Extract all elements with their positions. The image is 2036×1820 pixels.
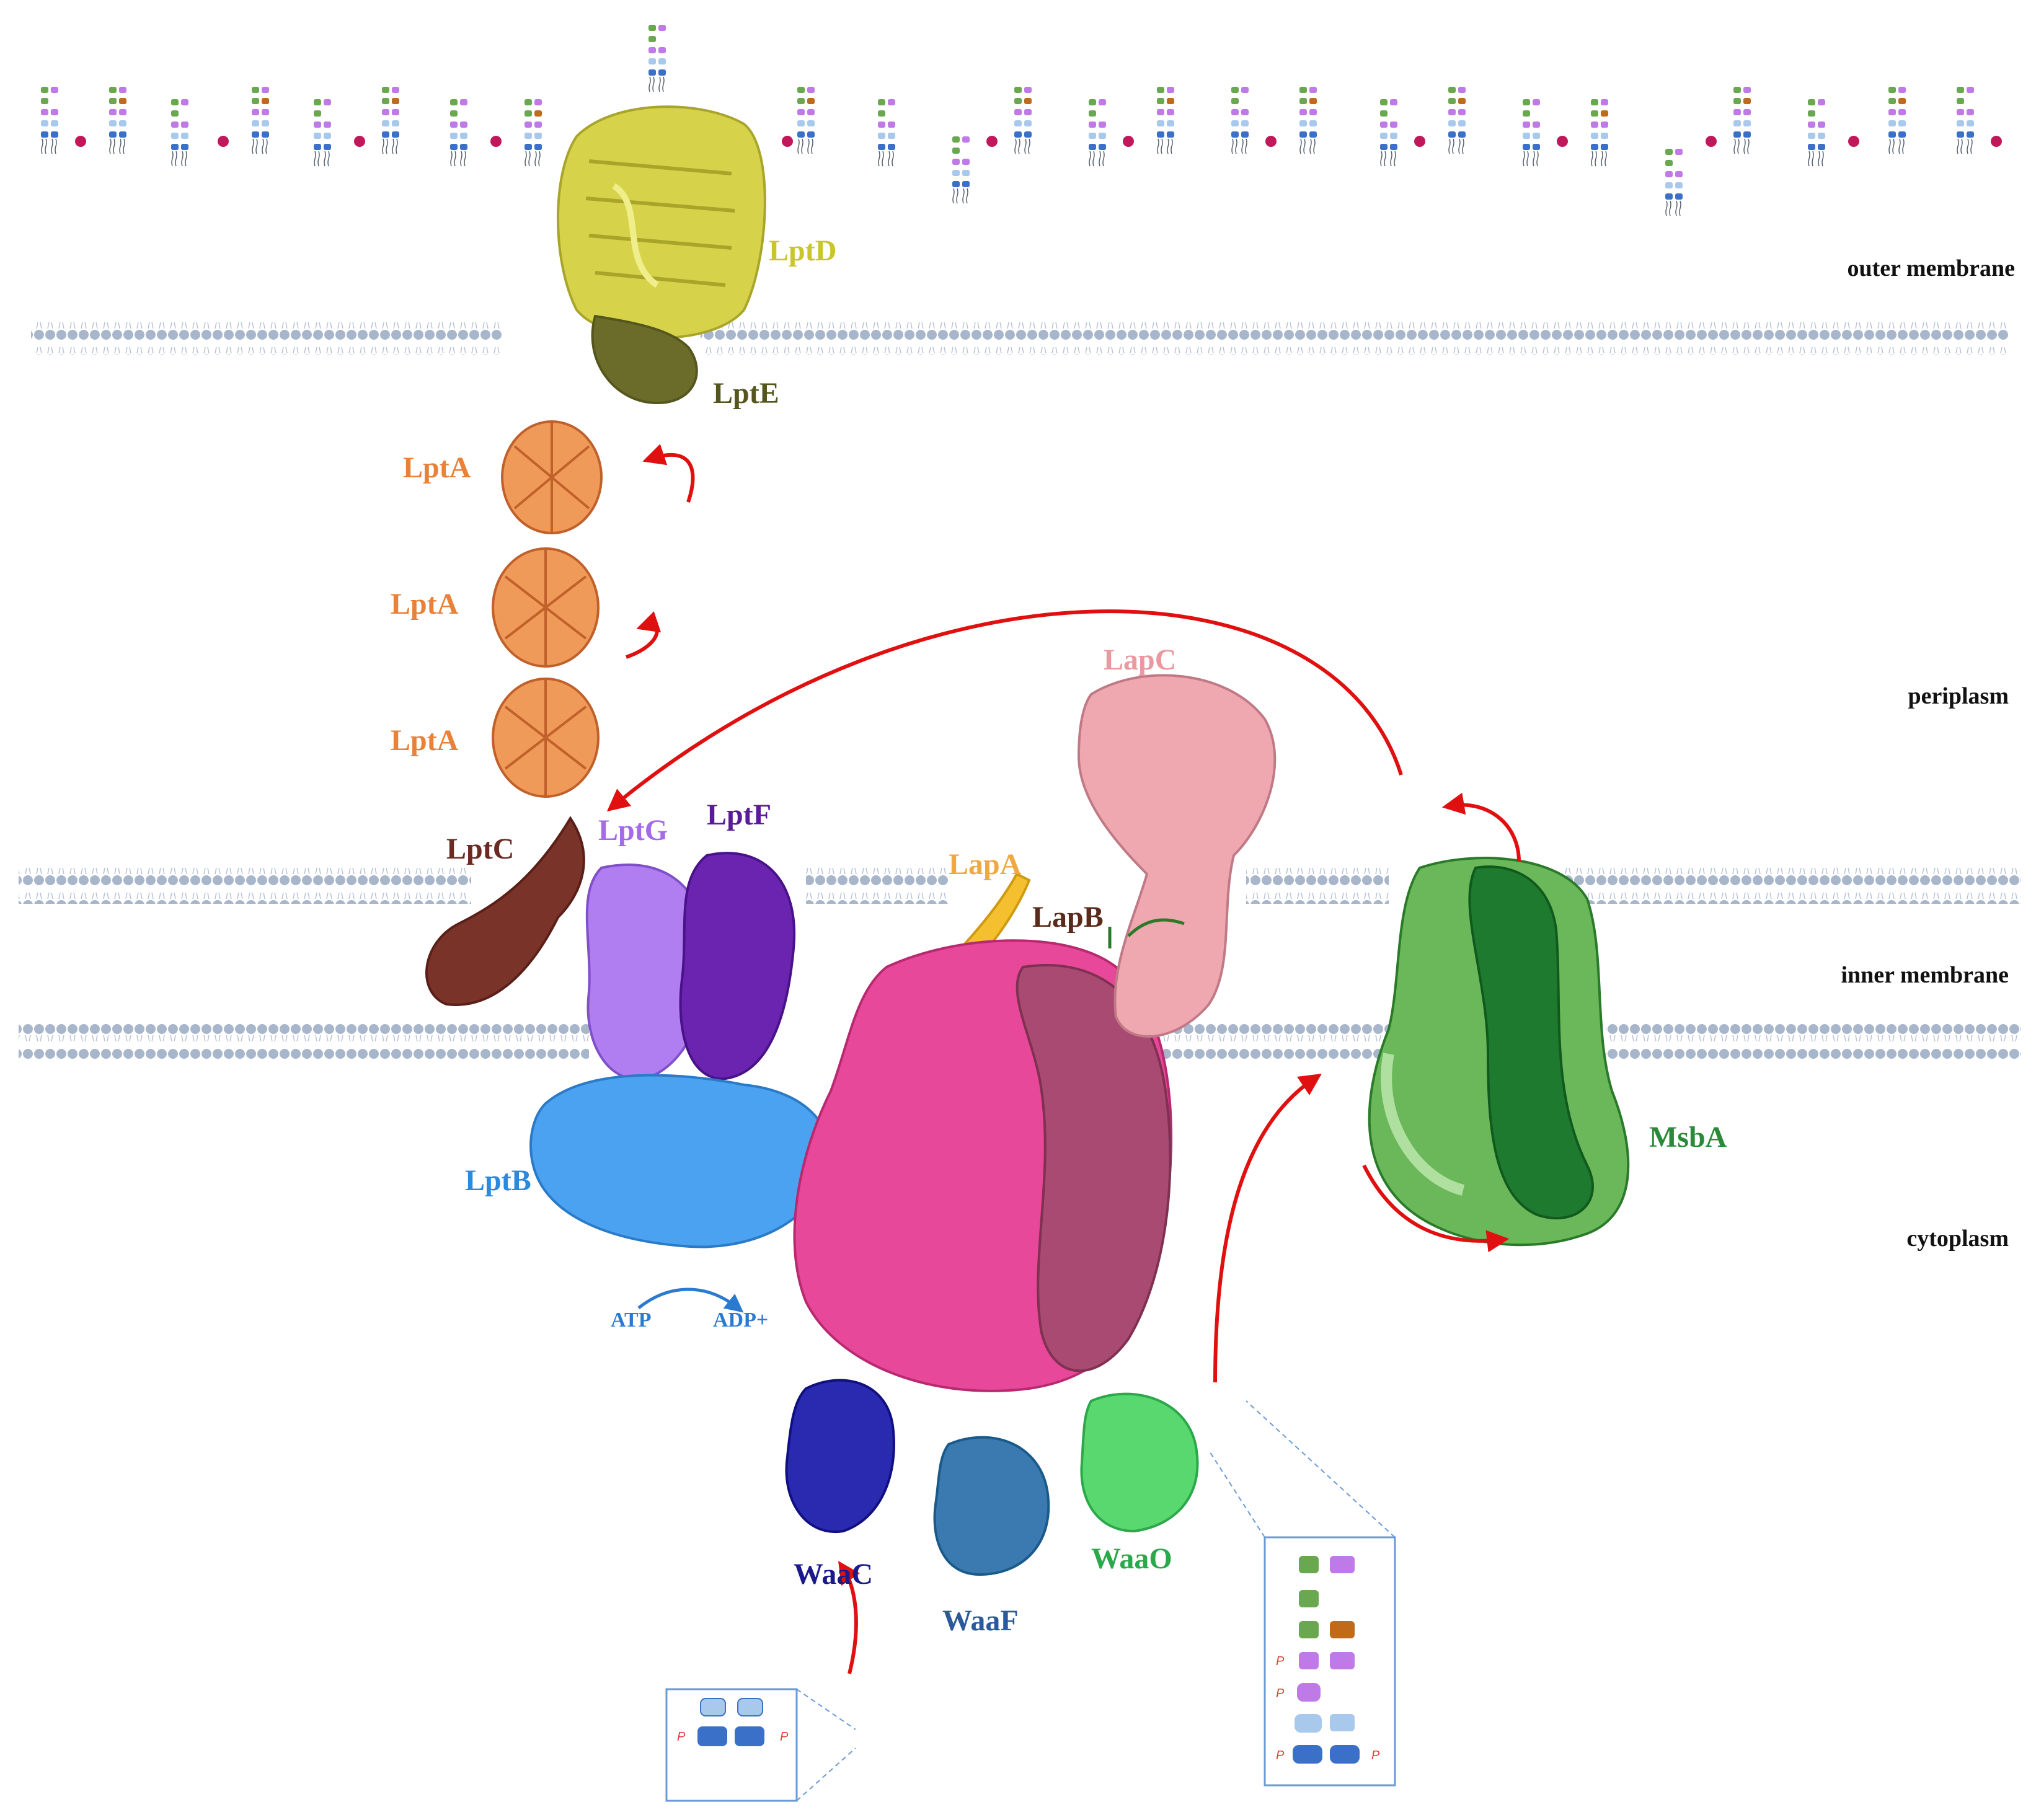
waac-structure <box>785 1379 895 1534</box>
label-lpta-top: LptA <box>403 451 471 484</box>
core-lps-inset: P P P P <box>1208 1400 1396 1787</box>
label-inner-membrane: inner membrane <box>1841 962 2009 988</box>
transport-arrows <box>606 444 1521 1674</box>
lpte-structure <box>591 314 698 405</box>
label-atp: ATP <box>611 1309 651 1332</box>
waaf-structure <box>933 1436 1050 1576</box>
label-waac: WaaC <box>794 1558 873 1591</box>
label-lpta-bottom: LptA <box>391 724 459 757</box>
waao-structure <box>1080 1392 1199 1533</box>
label-lpte: LptE <box>713 377 779 410</box>
phosphate-label-4: P <box>1371 1749 1380 1762</box>
lptc-structure <box>425 816 585 1006</box>
label-waaf: WaaF <box>942 1604 1019 1637</box>
label-msba: MsbA <box>1649 1121 1727 1154</box>
outer-membrane <box>31 319 2009 355</box>
inner-membrane <box>19 868 2021 1059</box>
phosphate-label-2: P <box>1276 1687 1285 1700</box>
outer-leaflet-lps <box>40 24 2002 216</box>
lapc-structure <box>1077 674 1277 1038</box>
label-cytoplasm: cytoplasm <box>1906 1226 2009 1252</box>
phosphate-label-3: P <box>1276 1749 1285 1762</box>
label-adp: ADP+ <box>713 1309 768 1332</box>
lptd-structure <box>557 105 766 339</box>
label-lptb: LptB <box>465 1164 531 1197</box>
lpta-structure-bottom <box>492 678 600 798</box>
label-outer-membrane: outer membrane <box>1847 255 2015 281</box>
lipid-a-inset: P P <box>665 1688 856 1802</box>
msba-structure <box>1368 857 1630 1247</box>
label-lapc: LapC <box>1104 643 1176 676</box>
lpta-structure-top <box>501 420 603 534</box>
lptb-structure <box>529 1074 831 1248</box>
label-lpta-middle: LptA <box>391 588 459 621</box>
label-lptd: LptD <box>769 234 836 267</box>
label-lptf: LptF <box>707 798 771 831</box>
label-periplasm: periplasm <box>1908 683 2009 709</box>
phosphate-label-1: P <box>1276 1654 1285 1668</box>
phosphate-label-left: P <box>677 1730 686 1744</box>
phosphate-label-right: P <box>780 1730 789 1744</box>
label-lptc: LptC <box>446 833 514 865</box>
lptf-structure <box>679 852 796 1080</box>
label-lptg: LptG <box>598 814 668 847</box>
label-lapb: LapB <box>1032 901 1104 934</box>
label-lapa: LapA <box>949 848 1022 881</box>
lpta-structure-middle <box>492 547 600 668</box>
label-waao: WaaO <box>1091 1542 1172 1575</box>
